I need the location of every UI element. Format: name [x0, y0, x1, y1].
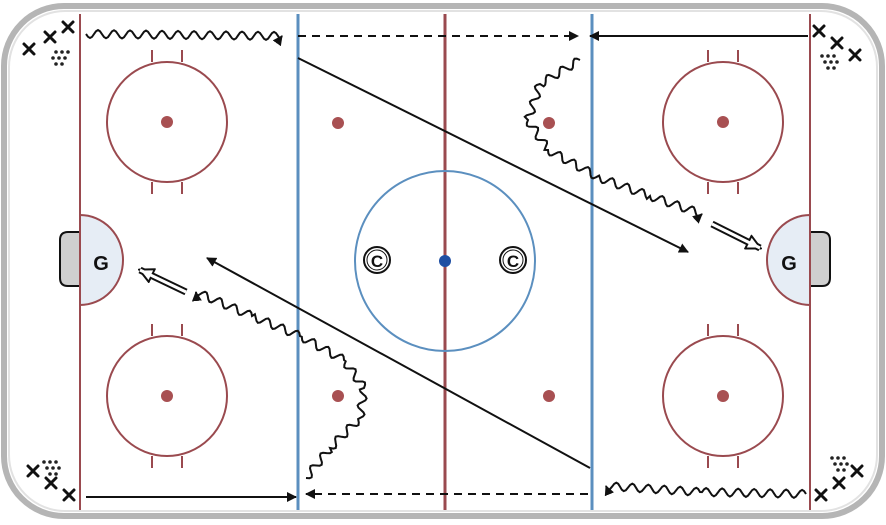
arrow-diagonal-down: [297, 57, 689, 253]
goalie-left-label: G: [93, 253, 109, 275]
coach-right-label: C: [507, 252, 519, 271]
rink-boards-inner: [8, 10, 878, 512]
wavy-arrow-top-left: [85, 28, 283, 47]
center-circle: [354, 170, 536, 352]
wavy-skate-lines: [85, 28, 807, 499]
shot-arrows: [140, 220, 760, 296]
goal-net-right: [809, 231, 831, 287]
arrow-diagonal-up: [206, 257, 591, 469]
goal-net-left: [59, 231, 81, 287]
coach-left-icon: C: [363, 246, 391, 274]
puck-piles: [42, 50, 849, 476]
wavy-arrow-top-curl: [523, 57, 703, 224]
skate-lines: [86, 31, 808, 502]
coach-left-label: C: [371, 252, 383, 271]
wavy-arrow-bottom-curl: [191, 290, 368, 480]
pass-lines: [298, 31, 588, 499]
center-dot: [439, 255, 451, 267]
goalie-right-label: G: [781, 253, 797, 275]
wavy-arrow-bottom-right: [604, 481, 807, 499]
faceoff-circles: [106, 50, 784, 468]
player-markers: [22, 20, 864, 502]
coach-right-icon: C: [499, 246, 527, 274]
goal-crease-right: [766, 213, 811, 307]
goal-crease-left: [79, 213, 124, 307]
faceoff-dots: [161, 116, 729, 402]
